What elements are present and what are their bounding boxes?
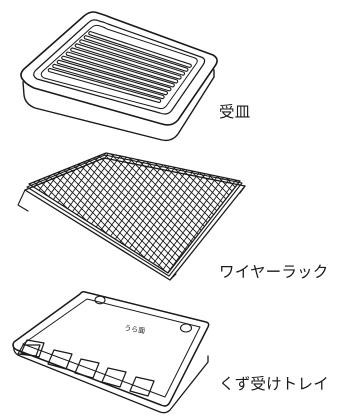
rack-wire bbox=[0, 140, 9, 290]
rack-wire bbox=[154, 153, 240, 273]
rack-wire bbox=[29, 153, 84, 273]
rack-wire bbox=[29, 153, 59, 273]
rack-wire bbox=[29, 153, 45, 273]
grill-pan-icon bbox=[20, 11, 218, 142]
pan-rib bbox=[88, 30, 192, 69]
rack-wire bbox=[29, 153, 80, 273]
rack-wire bbox=[124, 153, 240, 273]
rack-wire bbox=[29, 153, 87, 273]
rack-wire bbox=[29, 153, 136, 273]
rack-wire bbox=[330, 140, 346, 290]
rack-wire bbox=[328, 140, 346, 290]
rack-wire bbox=[342, 140, 346, 290]
rack-wire bbox=[29, 153, 66, 273]
pan-rib bbox=[61, 55, 172, 92]
rack-wire bbox=[0, 140, 13, 290]
rack-wire bbox=[29, 153, 42, 273]
rack-label: ワイヤーラック bbox=[219, 263, 329, 281]
rack-wire bbox=[117, 153, 240, 273]
rack-wire bbox=[29, 153, 70, 273]
crumb-tray-icon bbox=[12, 291, 210, 414]
pan-rib bbox=[47, 67, 162, 104]
rack-wire bbox=[0, 140, 6, 290]
rack-wire bbox=[29, 153, 49, 273]
rack-wire bbox=[0, 140, 16, 290]
rack-wire bbox=[131, 153, 240, 273]
rack-wire bbox=[29, 153, 52, 273]
rack-wire bbox=[0, 140, 23, 290]
rack-wire bbox=[29, 153, 63, 273]
rack-wire bbox=[29, 153, 56, 273]
pan-label: 受皿 bbox=[219, 103, 251, 121]
rack-wire bbox=[29, 153, 35, 273]
pan-rib bbox=[74, 43, 182, 80]
rack-wire bbox=[29, 153, 94, 273]
pan-rib bbox=[70, 47, 179, 84]
rack-wire bbox=[29, 153, 115, 273]
rack-wire bbox=[337, 140, 346, 290]
pan-rib bbox=[52, 63, 165, 100]
pan-rib bbox=[79, 39, 186, 76]
rack-wire bbox=[0, 140, 20, 290]
pan-rib bbox=[83, 35, 189, 72]
pan-rib bbox=[56, 59, 169, 96]
rack-wire bbox=[29, 153, 38, 273]
rack-wire bbox=[29, 153, 73, 273]
tray-marking: うら面 bbox=[124, 324, 146, 335]
rack-wire bbox=[0, 140, 2, 290]
rack-wire bbox=[335, 140, 346, 290]
pan-rib bbox=[65, 51, 175, 88]
tray-label: くず受けトレイ bbox=[219, 375, 329, 393]
rack-wire bbox=[29, 153, 31, 273]
rack-wire bbox=[29, 153, 122, 273]
rack-wire bbox=[0, 140, 27, 290]
